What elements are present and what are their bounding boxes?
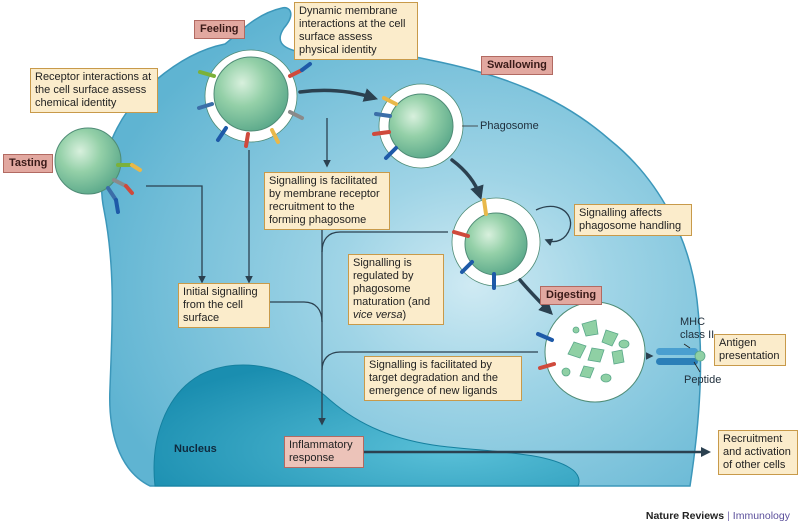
note-antigen-presentation: Antigen presentation xyxy=(714,334,786,366)
stage-digesting: Digesting xyxy=(540,286,603,305)
maturation-end: ) xyxy=(402,309,407,321)
nucleus xyxy=(153,364,580,487)
stage-feeling: Feeling xyxy=(194,20,245,39)
maturation-italic: vice versa xyxy=(353,309,403,321)
arrow-phagosome-to-digesting xyxy=(518,278,553,315)
note-dynamic-membrane: Dynamic membrane interactions at the cel… xyxy=(294,2,418,60)
credit-publisher: Nature Reviews xyxy=(645,510,725,522)
note-initial-signalling: Initial signalling from the cell surface xyxy=(178,283,270,328)
note-regulated-by-maturation: Signalling is regulated by phagosome mat… xyxy=(348,254,444,325)
line-maturation-to-spine xyxy=(321,231,448,253)
label-mhc: MHC class II xyxy=(680,316,715,341)
credit-separator: | xyxy=(727,510,730,522)
note-recruitment-activation: Recruitment and activation of other cell… xyxy=(718,430,798,475)
arrow-feeling-to-swallowing xyxy=(298,88,379,102)
tasting-particle xyxy=(54,127,142,214)
stage-swallowing: Swallowing xyxy=(481,56,553,75)
label-nucleus: Nucleus xyxy=(174,443,217,455)
note-inflammatory-response: Inflammatory response xyxy=(284,436,364,468)
feeling-particle xyxy=(197,49,312,148)
swallowing-particle xyxy=(372,83,464,169)
maturation-text: Signalling is regulated by phagosome mat… xyxy=(353,257,414,308)
mhc-complex xyxy=(656,343,706,373)
arrow-swallowing-to-phagosome xyxy=(450,158,484,200)
self-loop-handling xyxy=(535,205,572,246)
credit-journal: Immunology xyxy=(732,510,790,522)
arrow-tasting-to-initial xyxy=(146,185,206,284)
label-peptide: Peptide xyxy=(684,374,722,386)
phagosome-particle xyxy=(451,197,541,290)
note-affects-handling: Signalling affects phagosome handling xyxy=(574,204,692,236)
note-receptor-chemical: Receptor interactions at the cell surfac… xyxy=(30,68,158,113)
note-recruitment-phagosome: Signalling is facilitated by membrane re… xyxy=(264,172,390,230)
label-phagosome: Phagosome xyxy=(480,120,539,132)
note-target-degradation: Signalling is facilitated by target degr… xyxy=(364,356,522,401)
maturation-tail: (and xyxy=(408,296,431,308)
stage-tasting: Tasting xyxy=(3,154,54,173)
line-digestion-to-spine xyxy=(321,351,538,371)
credit-line: Nature Reviews|Immunology xyxy=(646,510,790,522)
